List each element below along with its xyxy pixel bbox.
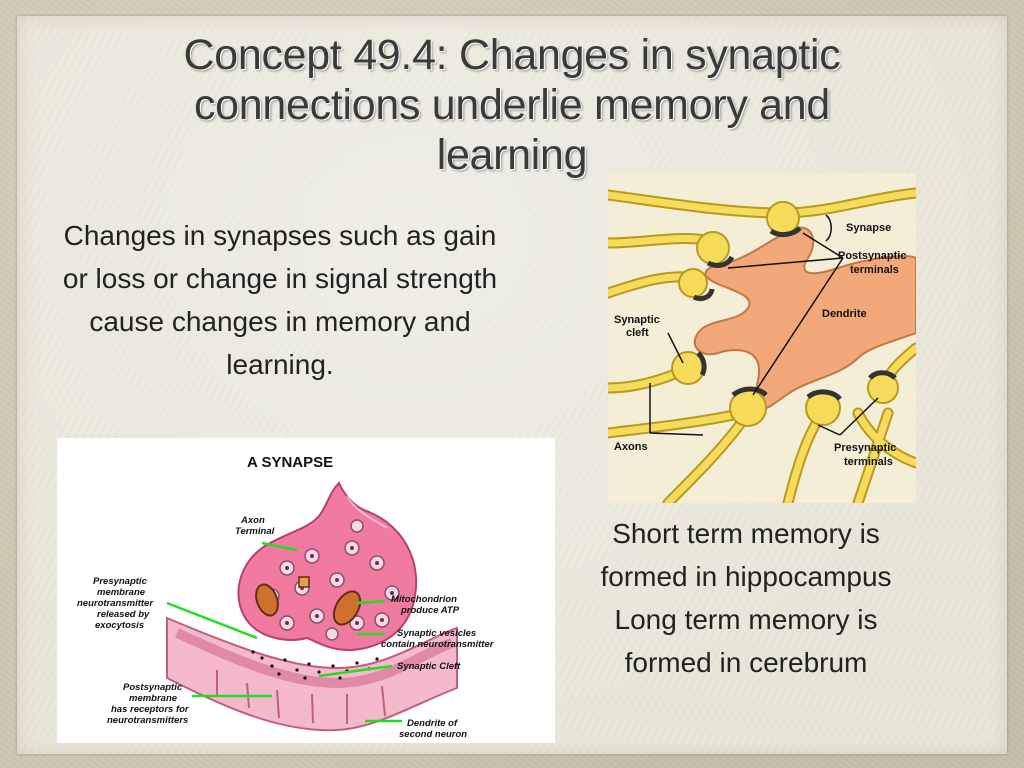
label-presynaptic-1: Presynaptic xyxy=(93,576,148,587)
label-mitochondrion-2: produce ATP xyxy=(400,605,460,616)
synapse-changes-text: Changes in synapses such as gain or loss… xyxy=(62,220,498,380)
synapse-figure: A SYNAPSE xyxy=(57,438,555,743)
label-presynaptic-1: Presynaptic xyxy=(834,442,896,454)
label-postsynaptic-2: membrane xyxy=(129,693,178,704)
dendrite-diagram-svg: Synapse Postsynaptic terminals Dendrite … xyxy=(602,187,922,509)
label-presynaptic-5: exocytosis xyxy=(95,620,144,631)
label-axons: Axons xyxy=(614,441,648,453)
label-dendrite-2: second neuron xyxy=(399,729,467,740)
label-mitochondrion-1: Mitochondrion xyxy=(391,594,457,605)
label-vesicles-1: Synaptic vesicles xyxy=(397,628,476,639)
synapse-figure-svg: A SYNAPSE xyxy=(77,454,495,740)
label-cleft-2: cleft xyxy=(626,327,649,339)
label-postsynaptic-2: terminals xyxy=(850,264,899,276)
green-pointers xyxy=(166,541,402,723)
label-postsynaptic-3: has receptors for xyxy=(111,704,190,715)
label-presynaptic-2: membrane xyxy=(97,587,146,598)
memory-formation-text: Short term memory is formed in hippocamp… xyxy=(600,518,892,678)
slide-title: Concept 49.4: Changes in synaptic connec… xyxy=(110,30,914,180)
label-axon-terminal-1: Axon xyxy=(240,515,265,526)
label-dendrite: Dendrite xyxy=(822,308,867,320)
label-presynaptic-4: released by xyxy=(97,609,150,620)
label-dendrite-1: Dendrite of xyxy=(407,718,458,729)
label-cleft-1: Synaptic xyxy=(614,314,660,326)
label-vesicles-2: contain neurotransmitter xyxy=(381,639,495,650)
label-axon-terminal-2: Terminal xyxy=(235,526,275,537)
axon-terminal xyxy=(237,481,418,652)
label-presynaptic-3: neurotransmitter xyxy=(77,598,154,609)
dendrite-body xyxy=(693,226,917,410)
label-presynaptic-2: terminals xyxy=(844,456,893,468)
presynaptic-knobs xyxy=(671,201,899,427)
label-synapse: Synapse xyxy=(846,222,891,234)
title-line-3: learning xyxy=(436,131,588,179)
dendrite-diagram: Synapse Postsynaptic terminals Dendrite … xyxy=(602,173,922,509)
mitochondria xyxy=(255,576,362,626)
title-line-2: connections underlie memory and xyxy=(193,81,831,129)
label-postsynaptic-1: Postsynaptic xyxy=(123,682,183,693)
label-cleft: Synaptic Cleft xyxy=(397,661,461,672)
synapse-figure-title: A SYNAPSE xyxy=(247,454,333,471)
title-line-1: Concept 49.4: Changes in synaptic xyxy=(183,31,841,79)
pointer-lines xyxy=(649,214,879,436)
label-postsynaptic-4: neurotransmitters xyxy=(107,715,188,726)
label-postsynaptic-1: Postsynaptic xyxy=(838,250,906,262)
